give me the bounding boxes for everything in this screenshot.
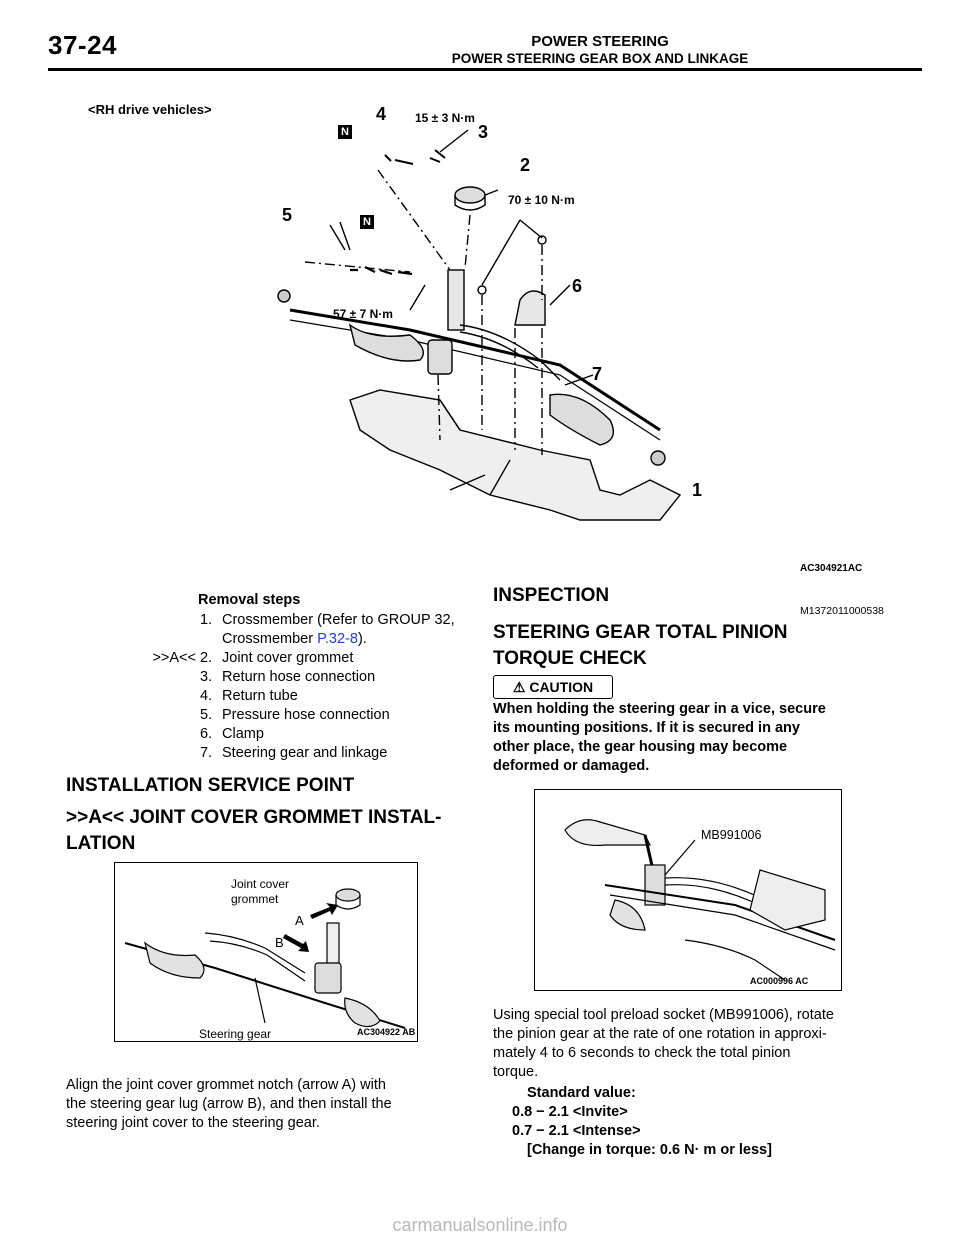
torque-label: 70 ± 10 N·m	[508, 193, 575, 207]
figure-code: AC304921AC	[800, 563, 863, 574]
page-number: 37-24	[48, 30, 117, 60]
figure-code: AC000996 AC	[750, 976, 809, 986]
list-item: Crossmember P.32-8).	[222, 631, 367, 647]
list-item: 6.Clamp	[200, 726, 264, 742]
section-title: POWER STEERING GEAR BOX AND LINKAGE	[451, 51, 749, 66]
callout-1: 1	[692, 480, 703, 500]
arrow-b-label: B	[275, 935, 284, 950]
installation-subheading: >>A<< JOINT COVER GROMMET INSTAL-	[66, 807, 442, 828]
preload-socket-illustration	[564, 819, 836, 981]
inspection-subheading-cont: TORQUE CHECK	[493, 648, 647, 669]
list-item: 1.Crossmember (Refer to GROUP 32,	[200, 612, 455, 628]
removal-heading: Removal steps	[198, 592, 301, 608]
caution-badge: ⚠ CAUTION	[493, 675, 613, 699]
callout-7: 7	[592, 364, 603, 384]
cross-reference-link[interactable]: P.32-8	[317, 631, 358, 647]
inspection-body: Using special tool preload socket (MB991…	[493, 1007, 834, 1080]
installation-heading: INSTALLATION SERVICE POINT	[66, 775, 355, 796]
new-part-mark: N	[360, 215, 374, 229]
vehicle-label: <RH drive vehicles>	[88, 102, 212, 117]
list-item: >>A<<2.Joint cover grommet	[152, 650, 354, 666]
torque-change-note: [Change in torque: 0.6 N· m or less]	[527, 1142, 772, 1158]
preload-socket-figure: MB991006 AC000996 AC	[534, 789, 842, 991]
callout-5: 5	[282, 205, 293, 225]
grommet-illustration	[124, 888, 406, 1029]
callout-4: 4	[376, 104, 387, 124]
list-item: 7.Steering gear and linkage	[200, 745, 388, 761]
callout-3: 3	[478, 122, 489, 142]
list-item: 5.Pressure hose connection	[200, 707, 390, 723]
figure-label: Steering gear	[199, 1027, 272, 1041]
torque-label: 57 ± 7 N·m	[333, 307, 393, 321]
torque-label: 15 ± 3 N·m	[415, 111, 475, 125]
arrow-a-label: A	[295, 913, 304, 928]
tool-label: MB991006	[701, 828, 762, 842]
caution-text: When holding the steering gear in a vice…	[493, 701, 826, 774]
callout-2: 2	[520, 155, 531, 175]
callout-6: 6	[572, 276, 583, 296]
standard-value-intense: 0.7 − 2.1 <Intense>	[512, 1123, 641, 1139]
figure-code: AC304922 AB	[357, 1027, 416, 1037]
removal-steps-list: 1.Crossmember (Refer to GROUP 32, Crossm…	[148, 611, 478, 763]
list-item: 4.Return tube	[200, 688, 298, 704]
standard-value-invite: 0.8 − 2.1 <Invite>	[512, 1104, 628, 1120]
new-part-mark: N	[338, 125, 352, 139]
list-item: 3.Return hose connection	[200, 669, 376, 685]
installation-body: Align the joint cover grommet notch (arr…	[66, 1077, 392, 1131]
header-rule	[48, 68, 922, 71]
reference-code: M1372011000538	[800, 605, 884, 617]
inspection-subheading: STEERING GEAR TOTAL PINION	[493, 622, 788, 643]
inspection-heading: INSPECTION	[493, 585, 610, 606]
installation-subheading-cont: LATION	[66, 833, 136, 854]
exploded-view-illustration	[277, 129, 682, 521]
chapter-title: POWER STEERING	[531, 33, 669, 50]
watermark: carmanualsonline.info	[392, 1215, 568, 1235]
standard-value-label: Standard value:	[527, 1085, 636, 1101]
warning-icon: ⚠	[512, 679, 526, 695]
